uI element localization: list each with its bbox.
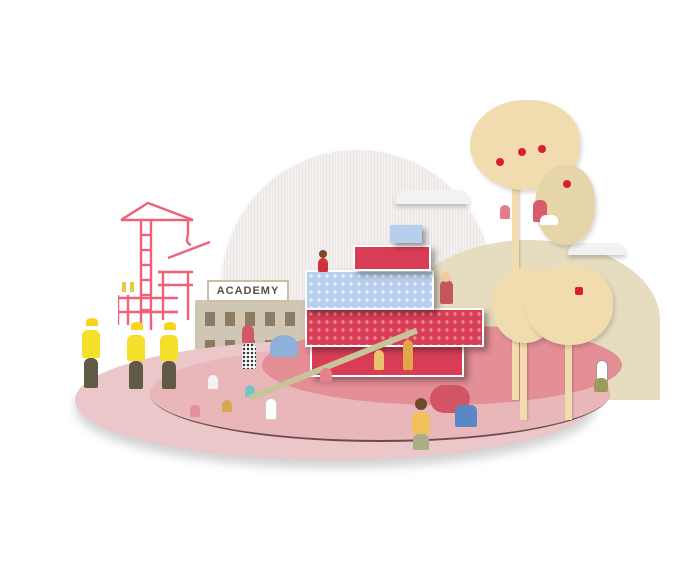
child-reading-head bbox=[319, 250, 327, 258]
child-sandbox-3 bbox=[222, 400, 232, 412]
child-sandbox-1 bbox=[208, 375, 218, 389]
worker-3-legs bbox=[162, 361, 176, 389]
child-climbing-ladder bbox=[500, 205, 510, 219]
tree-trunk-2 bbox=[520, 320, 527, 420]
child-reading bbox=[318, 258, 328, 272]
hard-hat-icon bbox=[131, 322, 143, 330]
worker-2 bbox=[127, 335, 145, 361]
apple-tree-back bbox=[535, 165, 595, 245]
violinist bbox=[440, 280, 453, 304]
child-sandbox-5 bbox=[265, 398, 277, 420]
tree-trunk-3 bbox=[565, 320, 572, 420]
child-sandbox-4 bbox=[245, 385, 255, 397]
block-small-red bbox=[353, 245, 431, 271]
cloud-right bbox=[568, 243, 626, 255]
polka-dot-skirt bbox=[242, 343, 256, 369]
block-patterned-blue bbox=[305, 270, 434, 310]
child-head bbox=[415, 398, 427, 410]
worker-3 bbox=[160, 335, 178, 361]
child-shorts bbox=[413, 434, 429, 450]
block-top-blue bbox=[390, 225, 422, 243]
girl-standing bbox=[374, 350, 384, 370]
worker-1-legs bbox=[84, 358, 98, 388]
violinist-head bbox=[441, 272, 451, 282]
academy-sign: ACADEMY bbox=[207, 280, 289, 302]
block-patterned-red bbox=[305, 308, 484, 347]
child-with-teacher bbox=[412, 412, 430, 434]
cloud-left bbox=[395, 190, 470, 204]
girl-skirt bbox=[594, 378, 608, 392]
child-sandbox-2 bbox=[190, 405, 200, 417]
hard-hat-icon bbox=[164, 322, 176, 330]
girl-on-seesaw bbox=[320, 368, 332, 382]
apple-tree-right bbox=[525, 265, 613, 345]
crane-icon bbox=[118, 201, 211, 330]
teacher-skirt bbox=[455, 405, 477, 427]
worker-2-legs bbox=[129, 361, 143, 389]
book-icon bbox=[540, 215, 558, 225]
worker-1 bbox=[82, 330, 100, 358]
woman-with-stroller bbox=[242, 325, 254, 343]
guitarist bbox=[403, 340, 413, 370]
stroller-icon bbox=[270, 335, 298, 357]
hard-hat-icon bbox=[86, 318, 98, 326]
